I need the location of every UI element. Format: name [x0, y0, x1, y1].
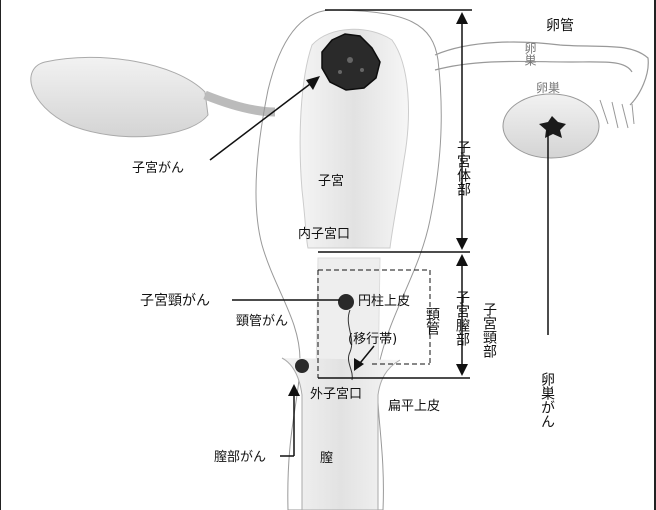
ovarian-cancer-vertical-label: 卵巣がん [539, 372, 555, 428]
uterine-cavity [299, 28, 409, 249]
ovary-right-vertical-label: 卵巣 [523, 42, 537, 67]
oviduct-label: 卵管 [546, 18, 574, 34]
transformation-zone-label: (移行帯) [348, 332, 397, 347]
uterine-cancer-arrow [209, 77, 319, 161]
right-tube [434, 41, 649, 106]
cervical-canal-tumor [338, 294, 354, 310]
vaginal-portion-vertical-label: 子宮膣部 [454, 290, 470, 346]
vagina-shape [281, 357, 401, 510]
cervical-canal-vertical-label: 頸管 [424, 307, 440, 335]
cervix-vertical-label: 子宮頸部 [481, 302, 497, 358]
left-ovary-shape [30, 56, 209, 138]
external-os-label: 外子宮口 [310, 386, 362, 402]
left-tube [203, 90, 276, 117]
transformation-zone-line [347, 309, 353, 381]
columnar-epithelium-label: 円柱上皮 [358, 294, 410, 309]
right-tube-lower [434, 60, 633, 73]
uterine-body-vertical-label: 子宮体部 [455, 140, 471, 196]
uterine-body-tumor [321, 33, 381, 91]
cervical-cancer-label: 子宮頸がん [140, 293, 210, 309]
ovary-upper-label: 卵巣 [536, 81, 560, 95]
uterine-cancer-label: 子宮がん [132, 160, 184, 176]
squamous-epithelium-label: 扁平上皮 [388, 399, 440, 414]
ovarian-tumor [539, 116, 566, 138]
internal-os-label: 内子宮口 [298, 226, 350, 242]
fimbria [599, 99, 635, 129]
vaginal-cancer-label: 膣部がん [214, 449, 266, 465]
vaginal-tumor [295, 359, 309, 373]
vagina-label: 膣 [320, 450, 333, 466]
cervical-canal-cancer-label: 頸管がん [236, 314, 288, 329]
uterus-label: 子宮 [318, 173, 344, 189]
